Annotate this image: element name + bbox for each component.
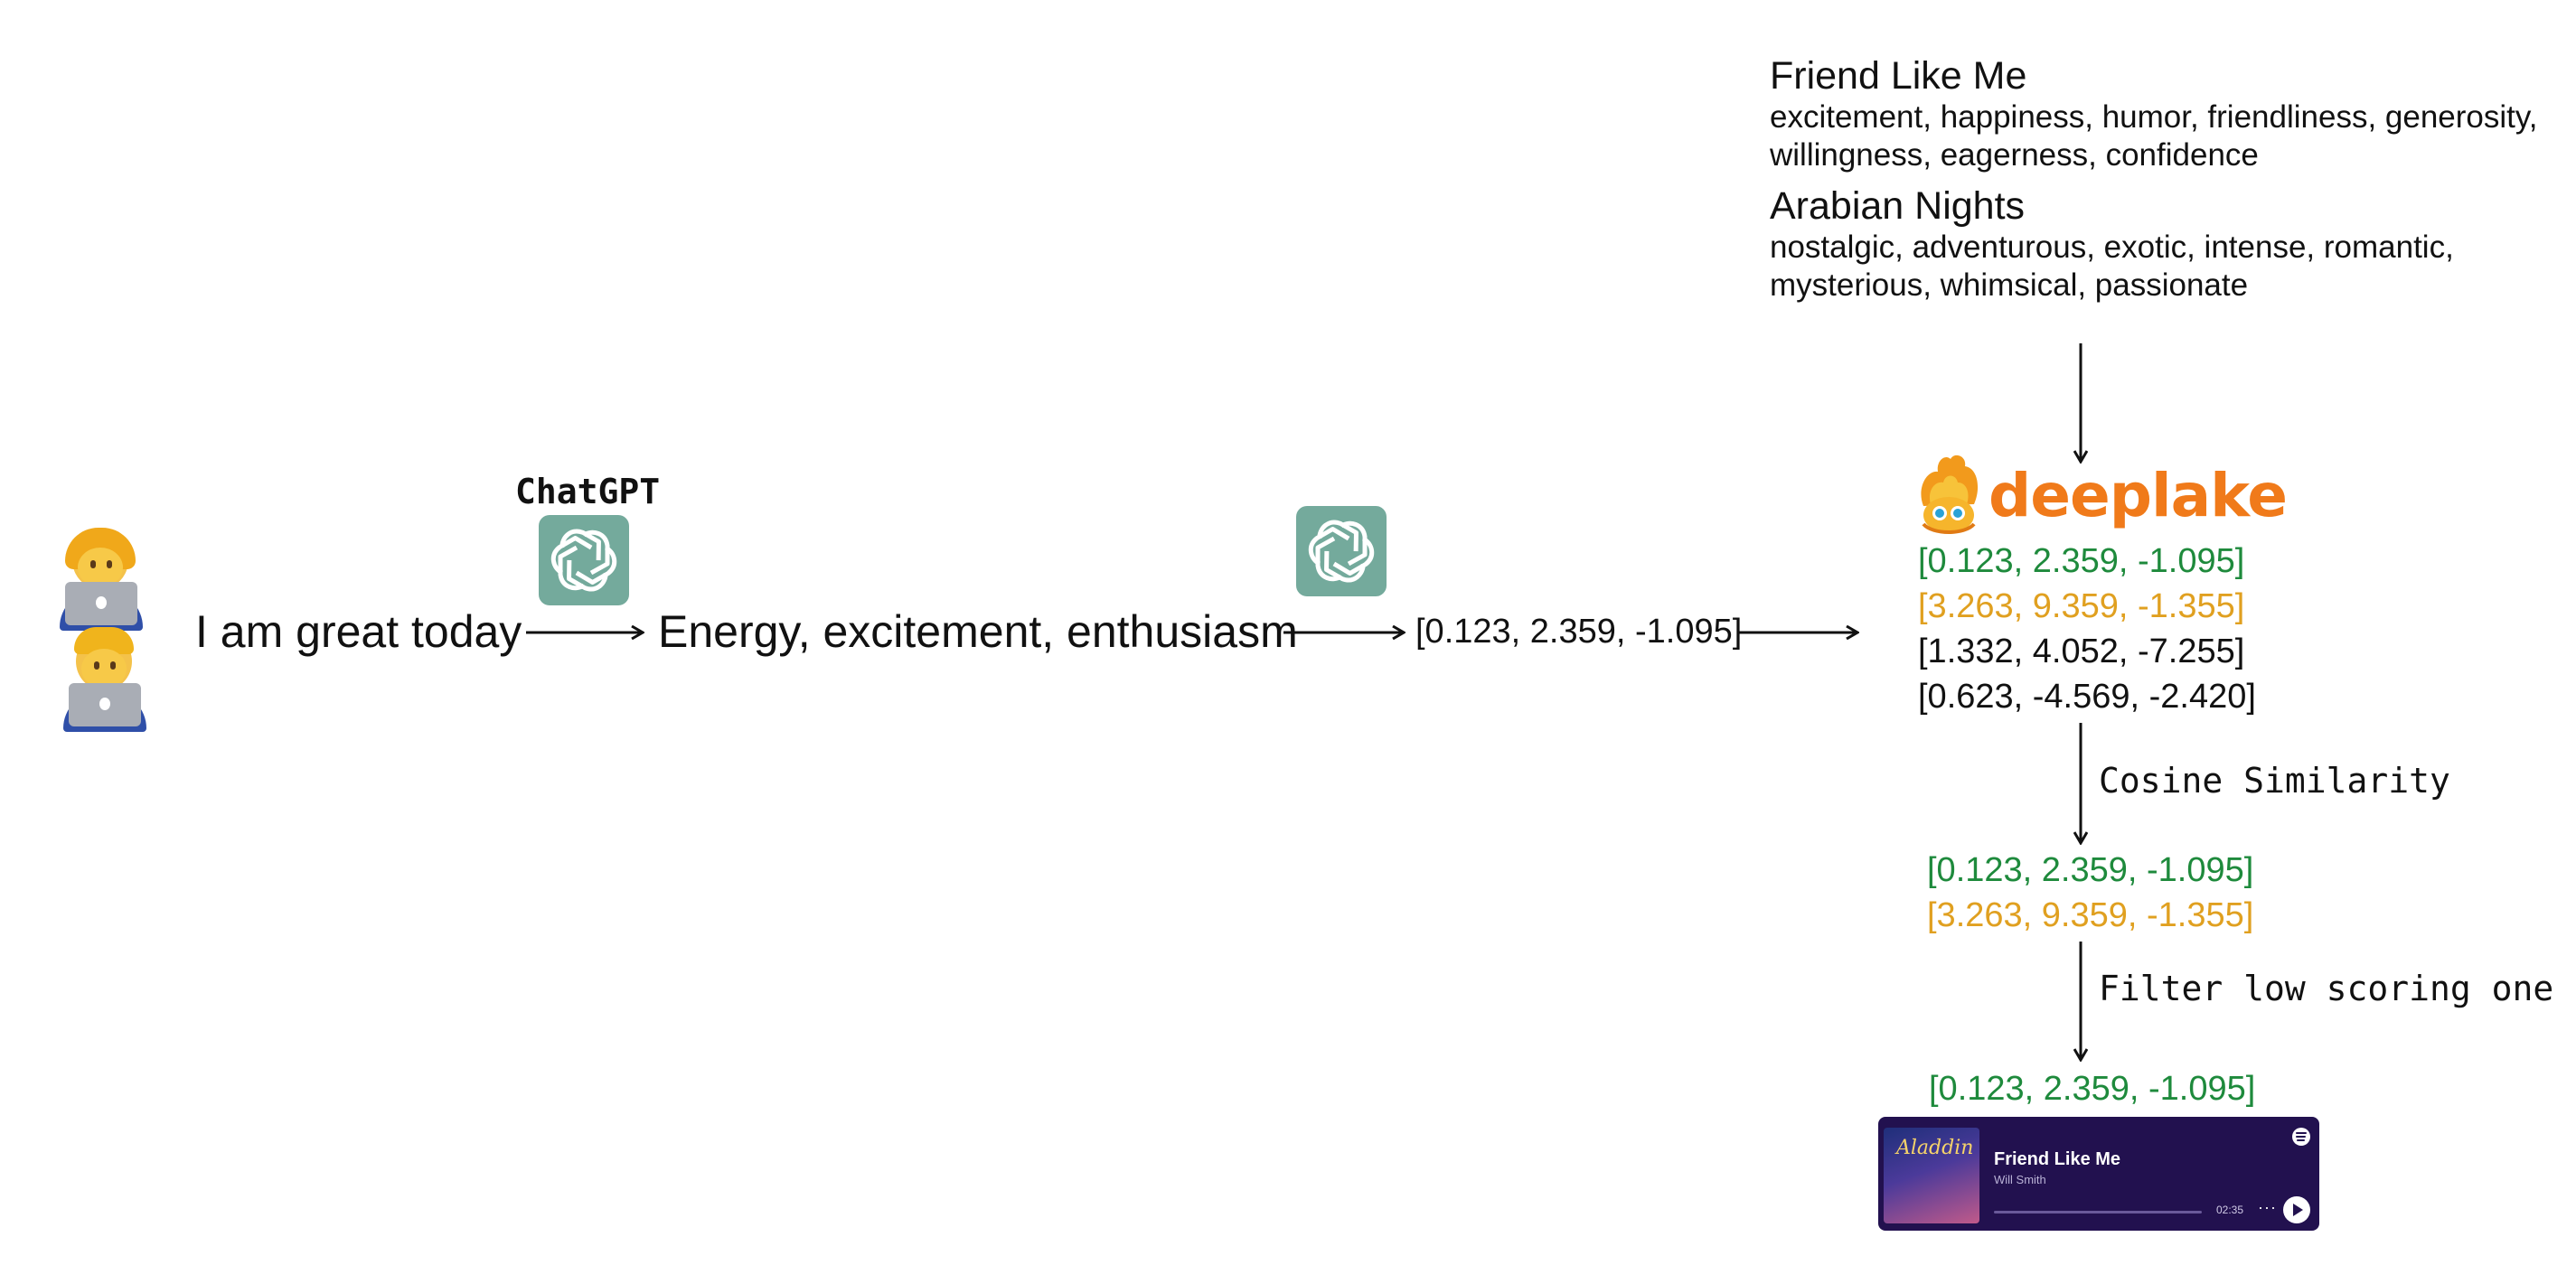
- album-cover: Aladdin: [1884, 1128, 1979, 1223]
- similar-vectors: [0.123, 2.359, -1.095] [3.263, 9.359, -1…: [1927, 848, 2253, 938]
- song-friend-like-me: Friend Like Me excitement, happiness, hu…: [1770, 54, 2538, 174]
- similar-vector: [0.123, 2.359, -1.095]: [1927, 851, 2254, 889]
- song-tags: excitement, happiness, humor, friendline…: [1770, 99, 2538, 135]
- play-icon[interactable]: [2283, 1196, 2310, 1223]
- similar-vector: [3.263, 9.359, -1.355]: [1927, 896, 2254, 934]
- song-tags: willingness, eagerness, confidence: [1770, 137, 2259, 173]
- song-tags: mysterious, whimsical, passionate: [1770, 267, 2249, 303]
- more-options-button[interactable]: ···: [2258, 1198, 2277, 1216]
- stored-vector: [0.123, 2.359, -1.095]: [1918, 542, 2245, 580]
- track-artist: Will Smith: [1994, 1173, 2046, 1186]
- spotify-player[interactable]: Aladdin Friend Like Me Will Smith 02:35 …: [1878, 1117, 2319, 1231]
- track-title: Friend Like Me: [1994, 1149, 2121, 1169]
- deeplake-logo: deeplake: [1914, 452, 2288, 539]
- stored-vector: [3.263, 9.359, -1.355]: [1918, 587, 2245, 625]
- emotions-text: Energy, excitement, enthusiasm: [658, 606, 1298, 657]
- openai-icon: [539, 515, 629, 605]
- cover-title: Aladdin: [1896, 1137, 1974, 1159]
- input-text: I am great today: [195, 606, 522, 657]
- deeplake-mascot-icon: [1921, 454, 1979, 534]
- stored-vector: [0.623, -4.569, -2.420]: [1918, 678, 2256, 716]
- cosine-similarity-label: Cosine Similarity: [2099, 761, 2450, 801]
- filter-label: Filter low scoring one: [2099, 969, 2554, 1008]
- song-title: Friend Like Me: [1770, 54, 2027, 98]
- song-tags: nostalgic, adventurous, exotic, intense,…: [1770, 230, 2454, 265]
- deeplake-vectors: [0.123, 2.359, -1.095] [3.263, 9.359, -1…: [1918, 539, 2256, 719]
- track-time: 02:35: [2216, 1204, 2244, 1216]
- deeplake-wordmark: deeplake: [1988, 461, 2288, 530]
- man-technologist-icon: [60, 627, 150, 732]
- stored-vector: [1.332, 4.052, -7.255]: [1918, 632, 2245, 670]
- song-arabian-nights: Arabian Nights nostalgic, adventurous, e…: [1770, 184, 2454, 305]
- embedding-vector: [0.123, 2.359, -1.095]: [1415, 613, 1743, 651]
- woman-technologist-icon: [56, 528, 146, 631]
- spotify-icon[interactable]: [2292, 1128, 2310, 1146]
- openai-icon: [1296, 506, 1387, 596]
- progress-bar[interactable]: [1994, 1211, 2202, 1213]
- chatgpt-label: ChatGPT: [515, 472, 661, 511]
- result-vector: [0.123, 2.359, -1.095]: [1929, 1070, 2256, 1108]
- song-title: Arabian Nights: [1770, 184, 2026, 228]
